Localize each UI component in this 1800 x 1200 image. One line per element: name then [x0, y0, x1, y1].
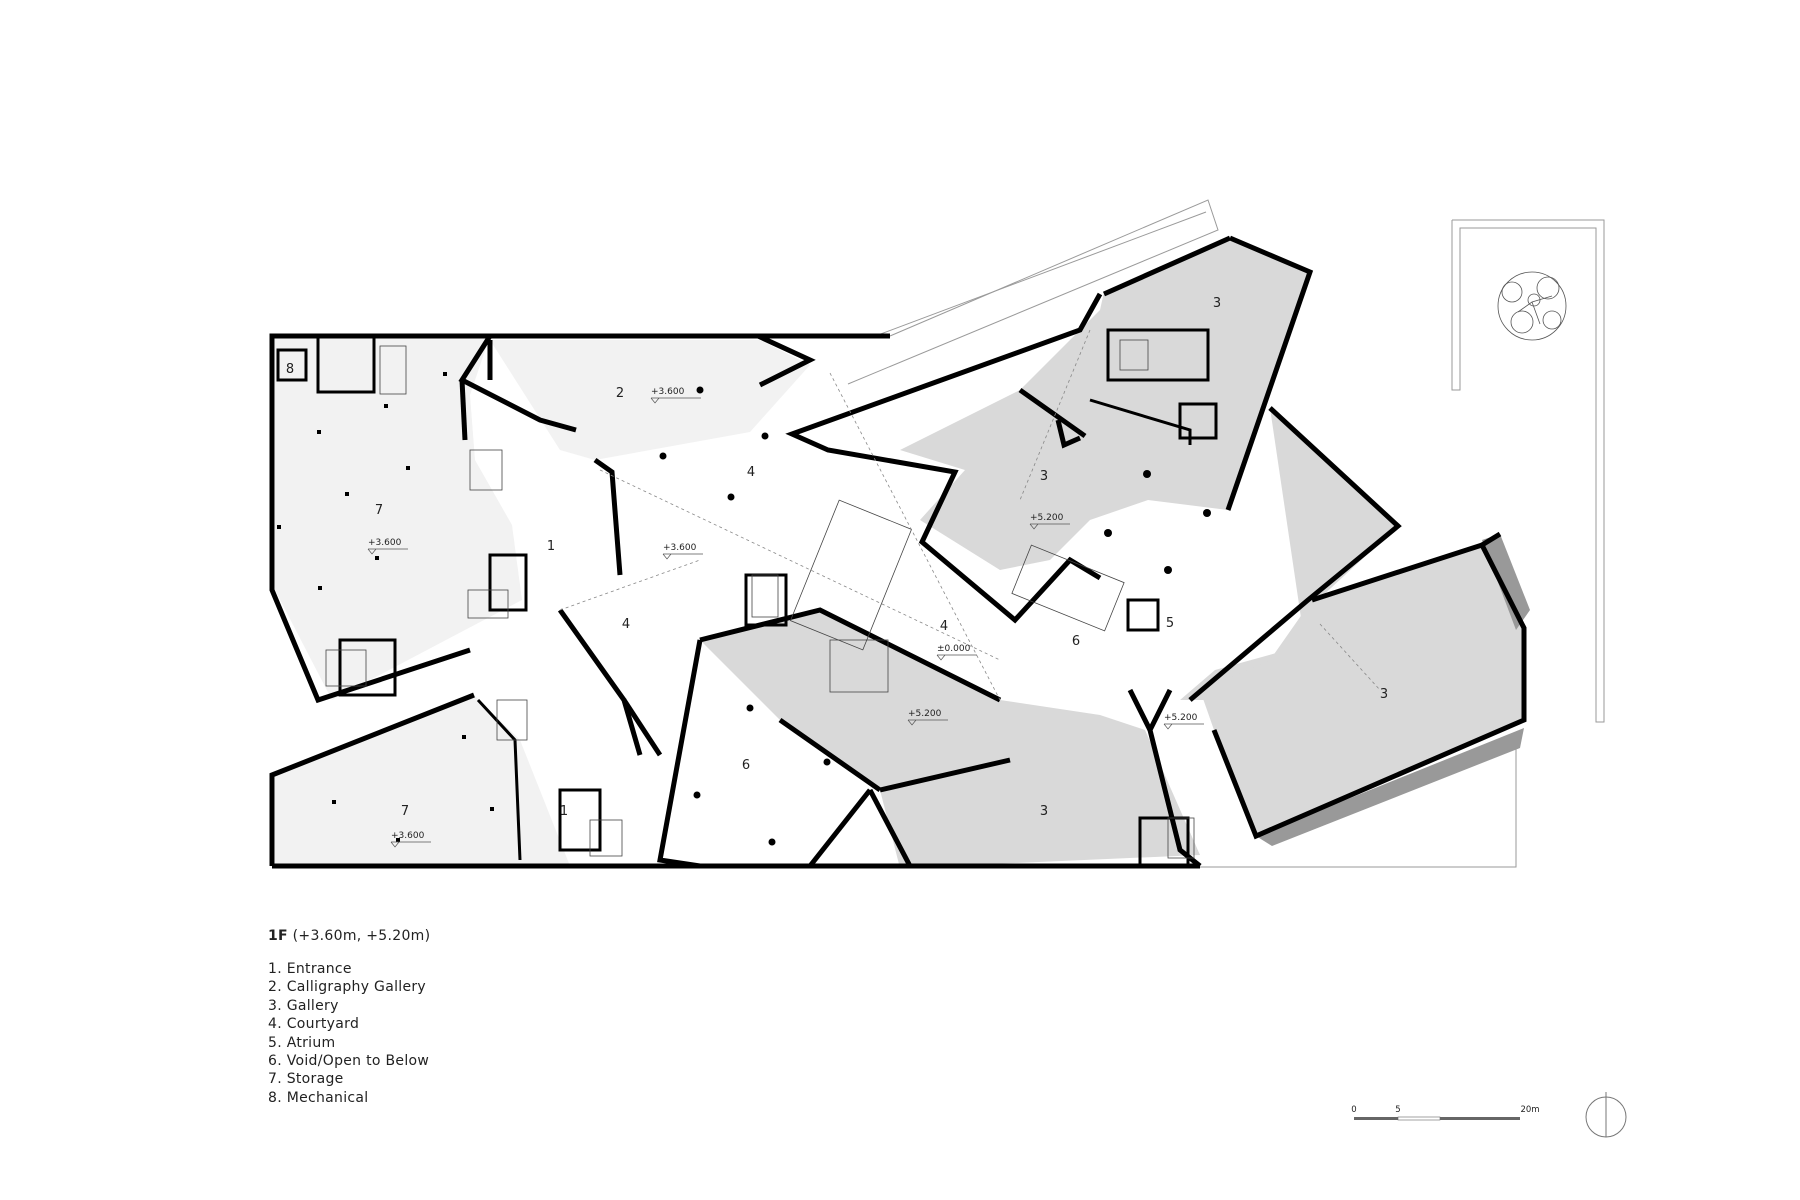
room-label: 2 [616, 386, 624, 401]
level-label: +3.600 [663, 543, 697, 553]
north-arrow-icon [1585, 1092, 1627, 1138]
level-label: +5.200 [908, 709, 942, 719]
room-label: 3 [1213, 296, 1221, 311]
legend-item: 2. Calligraphy Gallery [268, 979, 427, 996]
room-label: 3 [1380, 687, 1388, 702]
room-labels: 8 2 7 1 4 4 4 4 6 5 3 3 3 3 1 7 6 [286, 296, 1388, 819]
legend-item: 7. Storage [268, 1071, 344, 1088]
room-label: 4 [747, 465, 755, 480]
legend-item: 5. Atrium [268, 1034, 336, 1051]
room-label: 4 [940, 619, 948, 634]
room-label: 3 [1040, 804, 1048, 819]
room-label: 3 [1040, 469, 1048, 484]
room-label: 6 [1072, 634, 1080, 649]
legend-item: 1. Entrance [268, 961, 352, 977]
room-label: 7 [375, 503, 383, 518]
level-label: ±0.000 [937, 644, 971, 654]
stairs [325, 339, 1195, 859]
room-label: 5 [1166, 616, 1174, 631]
scale-label: 20m [1520, 1105, 1539, 1115]
exterior-walls [269, 235, 1527, 869]
site-outline [847, 199, 1605, 868]
scale-bar: 0 5 20m [1351, 1105, 1540, 1121]
interior-walls [276, 328, 1218, 868]
legend-item: 6. Void/Open to Below [268, 1053, 430, 1070]
level-label: +5.200 [1164, 713, 1198, 723]
room-label: 1 [560, 804, 568, 819]
plan-title-levels: (+3.60m, +5.20m) [287, 928, 431, 944]
room-label: 8 [286, 362, 294, 377]
scale-label: 0 [1351, 1105, 1356, 1115]
room-label: 4 [622, 617, 630, 632]
level-label: +3.600 [368, 538, 402, 548]
room-label: 6 [742, 758, 750, 773]
legend-item: 3. Gallery [268, 997, 339, 1014]
room-label: 7 [401, 804, 409, 819]
shadow-fills [1256, 534, 1530, 846]
columns [277, 372, 1211, 846]
scale-label: 5 [1395, 1105, 1400, 1115]
legend-item: 8. Mechanical [268, 1089, 369, 1106]
level-labels: +3.600 +3.600 +3.600 +3.600 ±0.000 +5.20… [368, 387, 1198, 841]
legend: 1F (+3.60m, +5.20m) 1. Entrance 2. Calli… [268, 928, 430, 1107]
storage-fills [275, 336, 810, 866]
dashed-lines [559, 329, 1381, 701]
plan-title-floor: 1F [268, 928, 288, 944]
plan-title: 1F (+3.60m, +5.20m) [268, 928, 430, 944]
room-label: 1 [547, 539, 555, 554]
level-label: +3.600 [651, 387, 685, 397]
level-label: +3.600 [391, 831, 425, 841]
tree-icon [1497, 271, 1567, 341]
legend-item: 4. Courtyard [268, 1016, 360, 1033]
level-label: +5.200 [1030, 513, 1064, 523]
level-marker-lines [367, 397, 1204, 848]
